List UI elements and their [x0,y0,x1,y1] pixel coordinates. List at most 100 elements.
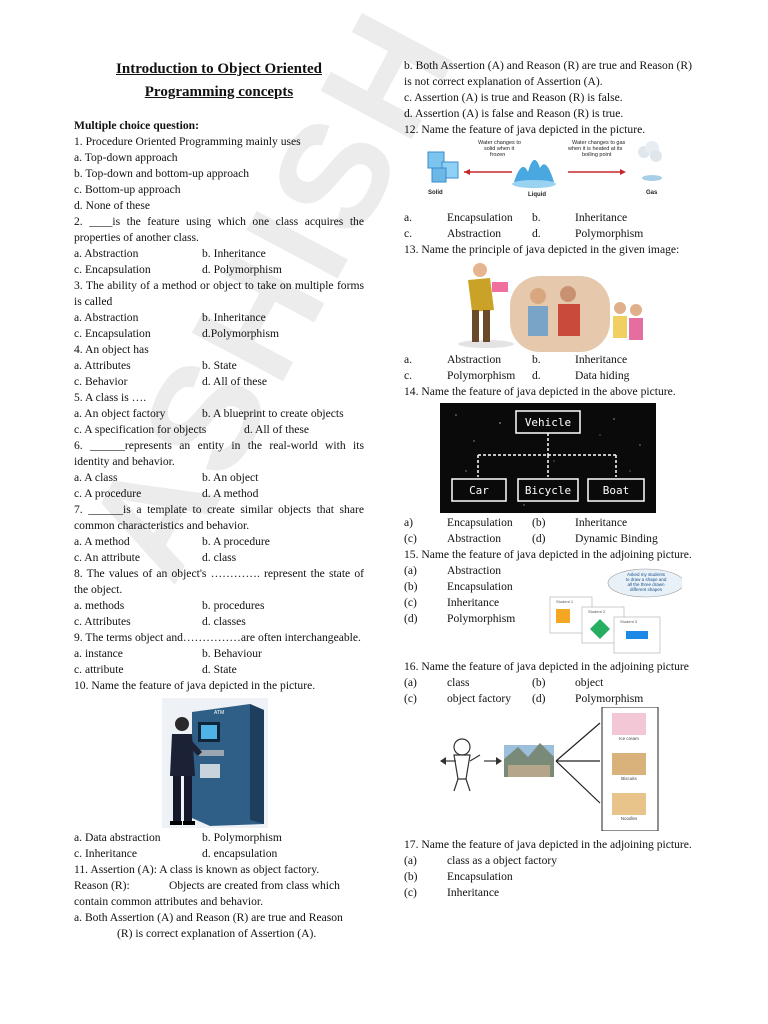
option: d. None of these [74,199,150,212]
option: Abstraction [447,353,502,366]
question-text: 2. ____is the feature using which one cl… [74,215,364,244]
option: c. Encapsulation [74,327,151,340]
option: Polymorphism [575,692,644,705]
bicycle-node: Bicycle [525,484,571,497]
option: Inheritance [575,353,628,366]
option: Abstraction [447,564,502,577]
card-label: Student 3 [620,619,638,624]
option: Abstraction [447,227,502,240]
option: c. A specification for objects [74,423,207,436]
question-6: 6. ______represents an entity in the rea… [74,438,364,502]
option: Inheritance [447,596,500,609]
question-8: 8. The values of an object's …………. repre… [74,566,364,630]
option-cont: (R) is correct explanation of Assertion … [117,927,317,940]
option: Polymorphism [447,612,516,625]
question-text: 17. Name the feature of java depicted in… [404,838,692,851]
option: c. A procedure [74,487,142,500]
option-key: (b) [404,870,418,883]
option: Encapsulation [447,580,513,593]
atm-label: ATM [214,710,224,716]
option: Data hiding [575,369,630,382]
option: b. procedures [202,599,265,612]
question-14: 14. Name the feature of java depicted in… [404,384,692,547]
section-heading: Multiple choice question: [74,119,199,132]
question-13: 13. Name the principle of java depicted … [404,242,692,384]
boil-caption-3: boiling point [582,152,612,158]
atm-user-image: ATM [162,698,268,828]
option-key: (b) [532,676,546,689]
option: b. State [202,359,237,372]
option: object factory [447,692,512,705]
option-key: (a) [404,854,417,867]
option: d. A method [202,487,259,500]
boat-node: Boat [603,484,630,497]
option-key: (c) [404,596,417,609]
bubble-line-4: different shapes [630,587,663,592]
question-3: 3. The ability of a method or object to … [74,278,364,342]
option: c. Attributes [74,615,131,628]
title-line-2: Programming concepts [144,84,294,100]
option: Dynamic Binding [575,532,658,545]
option: d. Assertion (A) is false and Reason (R)… [404,107,624,120]
product-label: Biscuits [621,776,637,781]
reason-text: Objects are created from class which [169,879,340,892]
question-12: 12. Name the feature of java depicted in… [404,122,692,242]
option: b. An object [202,471,259,484]
option: b. A procedure [202,535,270,548]
option: c. Inheritance [74,847,138,860]
option: d. class [202,551,237,564]
option-key: (d) [404,612,418,625]
bubble-line-2: to draw a shape and [626,577,667,582]
right-column: b. Both Assertion (A) and Reason (R) are… [404,58,692,901]
option: b. Both Assertion (A) and Reason (R) are… [404,59,692,88]
question-text: 10. Name the feature of java depicted in… [74,679,316,692]
option: a. A class [74,471,118,484]
product-label: Ice cream [619,736,639,741]
option: object [575,676,604,689]
option: b. Behaviour [202,647,262,660]
option: a. Abstraction [74,247,139,260]
option: b. Inheritance [202,311,266,324]
option: d. classes [202,615,246,628]
reason-label: Reason (R): [74,879,130,892]
option-key: (c) [404,532,417,545]
option: a. instance [74,647,123,660]
option: b. Top-down and bottom-up approach [74,167,250,180]
option-key: (b) [404,580,418,593]
car-node: Car [469,484,489,497]
question-text: 6. ______represents an entity in the rea… [74,439,364,468]
liquid-label: Liquid [528,192,546,198]
freeze-caption-1: Water changes to [478,140,521,146]
option: class [447,676,470,689]
shapes-image: Asked my students to draw a shape and al… [549,568,682,654]
option: Inheritance [575,211,628,224]
question-text: 5. A class is …. [74,391,147,404]
option: a. Attributes [74,359,131,372]
option-key: d. [532,369,541,382]
question-text: 8. The values of an object's …………. repre… [74,567,364,596]
gas-label: Gas [646,190,658,196]
solid-label: Solid [428,190,443,196]
option-key: (a) [404,676,417,689]
question-text: 14. Name the feature of java depicted in… [404,385,676,398]
option: Encapsulation [447,516,513,529]
option: c. Assertion (A) is true and Reason (R) … [404,91,623,104]
vehicle-node: Vehicle [525,416,571,429]
option-key: (c) [404,692,417,705]
option: c. Behavior [74,375,128,388]
option: c. Bottom-up approach [74,183,181,196]
freeze-caption-2: solid when it [484,146,515,152]
option: Inheritance [447,886,500,899]
option-key: c. [404,227,413,240]
question-9: 9. The terms object and……………are often in… [74,630,364,678]
bubble-line-3: all the three drawn [627,582,665,587]
question-text: 12. Name the feature of java depicted in… [404,123,646,136]
option-key: (a) [404,564,417,577]
option: Polymorphism [575,227,644,240]
option: d.Polymorphism [202,327,279,340]
page-title: Introduction to Object Oriented Programm… [74,58,364,104]
option: a. A method [74,535,130,548]
question-7: 7. ______is a template to create similar… [74,502,364,566]
